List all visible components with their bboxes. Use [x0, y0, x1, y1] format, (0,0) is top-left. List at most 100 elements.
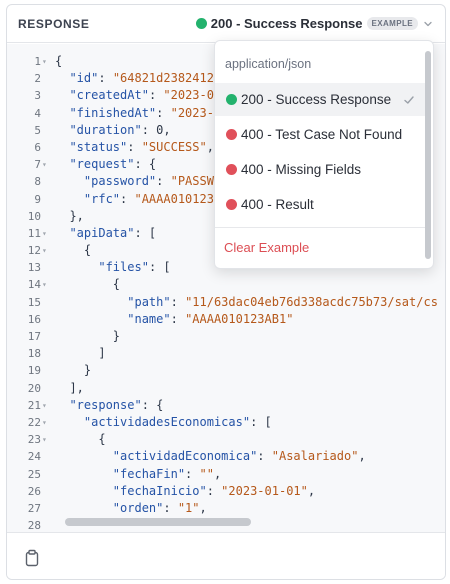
example-selector[interactable]: 200 - Success Response EXAMPLE	[195, 16, 434, 31]
response-footer	[7, 532, 445, 579]
line-number-text: 6	[34, 140, 41, 154]
green-dot-icon	[195, 18, 207, 29]
line-number-text: 28	[27, 519, 41, 532]
code-line: "response": {	[69, 397, 164, 412]
line-number: 28	[7, 517, 53, 532]
dropdown-scrollbar[interactable]	[425, 51, 431, 259]
line-number: 15	[7, 294, 53, 311]
line-number-text: 27	[27, 501, 41, 515]
code-line: ]	[55, 346, 106, 361]
line-number: 2	[7, 70, 53, 87]
horizontal-scrollbar[interactable]	[65, 518, 251, 526]
red-dot-icon	[226, 199, 237, 210]
line-number-text: 13	[27, 261, 41, 275]
code-line: "id": "64821d23824123	[69, 71, 222, 86]
line-number: 10	[7, 208, 53, 225]
code-line: "apiData": [	[69, 225, 157, 240]
fold-arrow-icon[interactable]: ▾	[42, 400, 47, 410]
dropdown-item-400-result[interactable]: 400 - Result	[215, 188, 429, 221]
fold-arrow-icon[interactable]: ▾	[42, 435, 47, 445]
selected-response-label: 200 - Success Response	[210, 16, 363, 31]
code-line: "fechaFin": "",	[112, 466, 222, 481]
red-dot-icon	[226, 164, 237, 175]
fold-arrow-icon[interactable]: ▾	[42, 57, 47, 66]
line-number-text: 19	[27, 364, 41, 378]
red-dot-icon	[226, 129, 237, 140]
chevron-down-icon[interactable]	[422, 18, 434, 30]
fold-arrow-icon[interactable]: ▾	[42, 417, 47, 427]
line-number: 7▾	[7, 156, 53, 173]
code-line: },	[55, 208, 84, 223]
code-line: {	[55, 243, 92, 258]
code-line: "duration": 0,	[69, 122, 171, 137]
fold-arrow-icon[interactable]: ▾	[42, 160, 47, 170]
line-number: 6	[7, 139, 53, 156]
code-line: "status": "SUCCESS",	[69, 139, 214, 154]
json-code: { "id": "64821d23824123 "createdAt": "20…	[55, 53, 438, 532]
green-dot-icon	[226, 94, 237, 105]
line-number: 4	[7, 105, 53, 122]
dropdown-item-label: 200 - Success Response	[241, 92, 392, 107]
code-line: "request": {	[69, 157, 157, 172]
line-number-text: 7	[34, 158, 41, 172]
code-line: "files": [	[98, 260, 171, 275]
code-line: "path": "11/63dac04eb76d338acdc75b73/sat…	[127, 294, 438, 309]
clipboard-icon[interactable]	[24, 549, 40, 567]
code-line: "actividadEconomica": "Asalariado",	[112, 449, 366, 464]
line-number-text: 3	[34, 89, 41, 103]
code-line: "fechaInicio": "2023-01-01",	[112, 483, 316, 498]
example-badge: EXAMPLE	[366, 17, 418, 30]
line-number: 23▾	[7, 431, 53, 448]
line-number-text: 5	[34, 123, 41, 137]
line-number: 27	[7, 500, 53, 517]
code-line: {	[55, 277, 121, 292]
response-title: RESPONSE	[18, 16, 90, 31]
line-number-text: 12	[27, 244, 41, 258]
line-number: 24	[7, 448, 53, 465]
code-line: "orden": "1",	[112, 500, 207, 515]
code-line: "createdAt": "2023-06	[69, 88, 222, 103]
line-number-text: 26	[27, 484, 41, 498]
dropdown-item-label: 400 - Missing Fields	[241, 162, 362, 177]
code-line: }	[55, 329, 121, 343]
fold-arrow-icon[interactable]: ▾	[42, 246, 47, 256]
line-number-text: 4	[34, 106, 41, 120]
line-number: 26	[7, 483, 53, 500]
response-header: RESPONSE 200 - Success Response EXAMPLE	[7, 5, 445, 43]
line-number: 11▾	[7, 225, 53, 242]
code-line: }	[55, 363, 92, 378]
line-number: 8	[7, 173, 53, 190]
dropdown-item-label: 400 - Test Case Not Found	[241, 127, 403, 142]
line-number: 13	[7, 259, 53, 276]
line-number: 9	[7, 191, 53, 208]
line-number: 5	[7, 122, 53, 139]
line-number-text: 10	[27, 209, 41, 223]
line-number-text: 20	[27, 381, 41, 395]
line-number: 21▾	[7, 397, 53, 414]
line-number-text: 11	[27, 226, 41, 240]
dropdown-item-400-test-case[interactable]: 400 - Test Case Not Found	[215, 118, 429, 151]
line-number: 19	[7, 362, 53, 379]
code-line: "rfc": "AAAA010123A	[83, 191, 222, 206]
code-line: "actividadesEconomicas": [	[83, 414, 272, 429]
line-number-text: 2	[34, 72, 41, 86]
line-number-text: 17	[27, 330, 41, 343]
dropdown-content-type: application/json	[225, 57, 312, 71]
dropdown-item-400-missing-fields[interactable]: 400 - Missing Fields	[215, 153, 429, 186]
line-number: 25	[7, 466, 53, 483]
line-number: 16	[7, 311, 53, 328]
line-number: 22▾	[7, 414, 53, 431]
line-number-text: 25	[27, 467, 41, 481]
clear-example-button[interactable]: Clear Example	[224, 240, 310, 255]
line-number-text: 23	[27, 433, 41, 447]
fold-arrow-icon[interactable]: ▾	[42, 280, 47, 290]
line-number: 12▾	[7, 242, 53, 259]
line-number-text: 9	[34, 192, 41, 206]
code-line: "name": "AAAA010123AB1"	[127, 311, 294, 326]
fold-arrow-icon[interactable]: ▾	[42, 228, 47, 238]
dropdown-item-200-success[interactable]: 200 - Success Response	[215, 83, 429, 116]
line-number-text: 16	[27, 312, 41, 326]
code-line: {	[55, 432, 106, 447]
line-number: 14▾	[7, 276, 53, 293]
